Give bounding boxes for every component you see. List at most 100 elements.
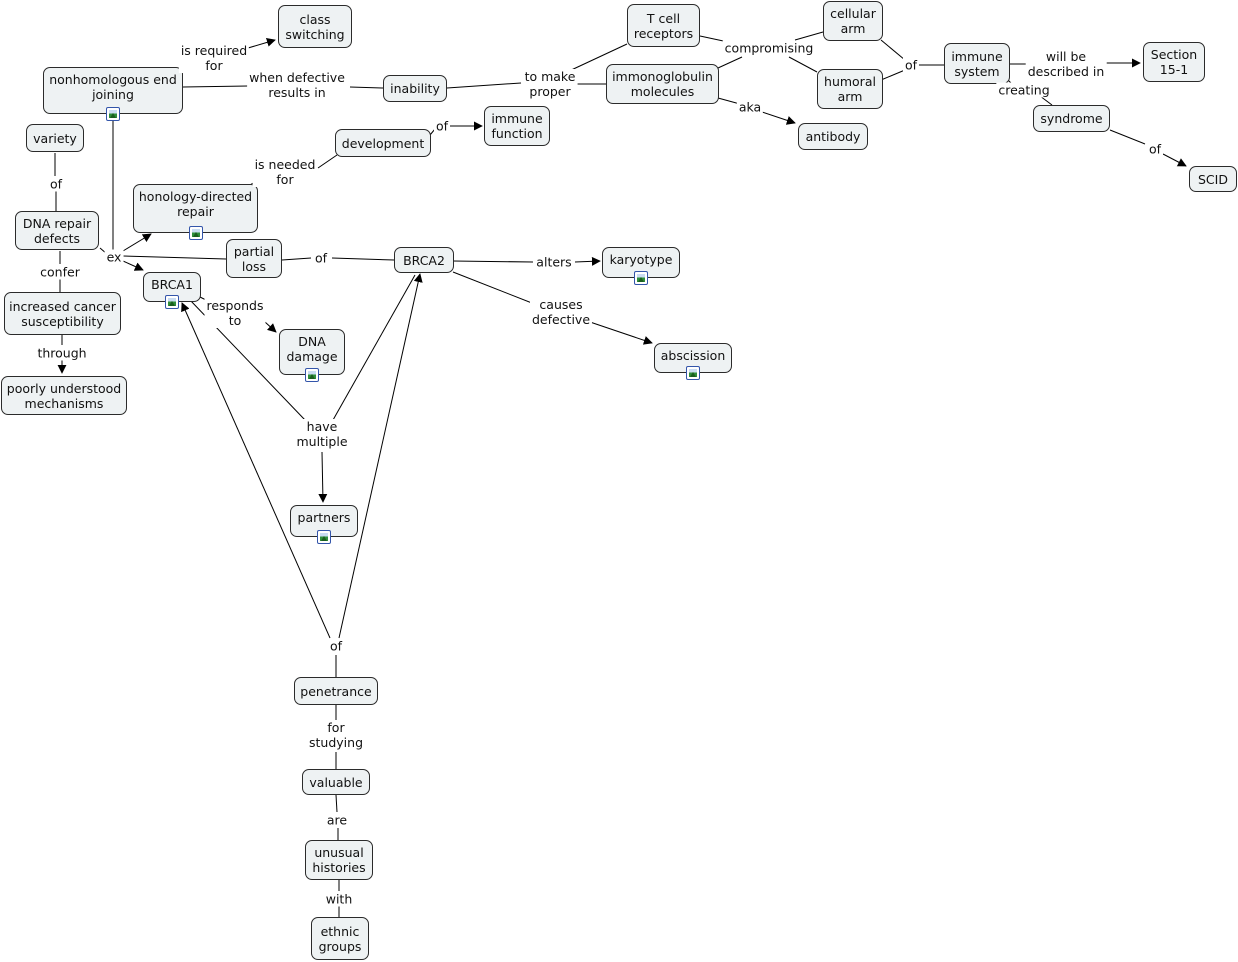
line-compromising-humoral (788, 56, 818, 73)
link-are: are (324, 812, 350, 828)
line-cellular-of (880, 39, 906, 61)
line-of-brca1 (181, 302, 331, 639)
image-icon[interactable] (305, 368, 319, 382)
image-icon[interactable] (188, 226, 203, 240)
link-aka: aka (736, 99, 764, 115)
link-alters: alters (534, 254, 574, 270)
node-variety[interactable]: variety (26, 124, 84, 152)
line-brca2-have (332, 274, 416, 421)
link-of-immune: of (902, 57, 920, 73)
node-penetrance[interactable]: penetrance (294, 677, 378, 705)
line-compromising-cellular (794, 31, 824, 41)
link-of-partial: of (312, 250, 330, 266)
link-responds-to: responds to (204, 298, 266, 328)
node-brca1[interactable]: BRCA1 (143, 272, 201, 309)
line-creating-syndrome (1039, 95, 1053, 106)
line-defective-inability (349, 86, 384, 89)
link-causes-defective: causes defective (529, 297, 593, 327)
line-have-partners (318, 451, 328, 503)
node-nhej[interactable]: nonhomologous end joining (43, 67, 183, 121)
line-immuno-compromising (717, 56, 743, 69)
node-scid[interactable]: SCID (1189, 166, 1237, 192)
node-partial-loss[interactable]: partial loss (226, 239, 282, 278)
node-class-switching[interactable]: class switching (278, 5, 352, 48)
link-compromising: compromising (722, 40, 816, 56)
link-have-multiple: have multiple (294, 419, 350, 449)
node-development[interactable]: development (335, 129, 431, 157)
line-humoral-of (880, 69, 906, 81)
link-is-needed-for: is needed for (252, 157, 318, 187)
line-valuable-are (335, 794, 338, 813)
node-immune-system[interactable]: immune system (944, 43, 1010, 84)
node-cellular-arm[interactable]: cellular arm (823, 1, 883, 41)
line-nhej-defective (182, 85, 249, 88)
node-hdr-label: honology-directed repair (138, 189, 253, 219)
link-confer: confer (38, 264, 82, 280)
line-immuno-aka (717, 97, 741, 105)
line-brca2-causes (452, 271, 538, 306)
line-ex-partial (122, 255, 227, 260)
link-of-variety: of (47, 176, 65, 192)
line-of-brca2 (331, 257, 395, 261)
line-partial-of (281, 257, 312, 261)
image-icon[interactable] (317, 530, 331, 544)
line-required-class (247, 37, 276, 49)
link-will-be-described: will be described in (1025, 49, 1107, 79)
line-aka-antibody (761, 111, 796, 125)
node-dna-damage-label: DNA damage (286, 334, 338, 364)
node-karyotype-label: karyotype (609, 252, 673, 267)
image-icon[interactable] (686, 366, 700, 380)
line-of-scid (1162, 153, 1187, 167)
node-hdr[interactable]: honology-directed repair (133, 184, 258, 240)
link-of-syndrome: of (1146, 141, 1164, 157)
node-valuable[interactable]: valuable (302, 769, 370, 795)
node-section[interactable]: Section 15-1 (1143, 42, 1205, 82)
node-nhej-label: nonhomologous end joining (49, 72, 177, 102)
line-brca2-alters (452, 260, 534, 263)
node-immunoglobulin[interactable]: immonoglobulin molecules (606, 64, 719, 104)
node-poorly-understood[interactable]: poorly understood mechanisms (1, 376, 127, 415)
line-of-brca2-pen (338, 273, 423, 639)
node-brca2[interactable]: BRCA2 (394, 247, 454, 273)
line-inability-tomake (446, 82, 522, 89)
node-abscission-label: abscission (660, 348, 726, 363)
node-abscission[interactable]: abscission (654, 343, 732, 380)
link-to-make-proper: to make proper (522, 69, 578, 99)
link-through: through (35, 345, 89, 361)
node-partners-label: partners (297, 510, 351, 525)
node-dna-damage[interactable]: DNA damage (279, 329, 345, 382)
line-tomake-tcell (566, 43, 628, 73)
line-responds-damage (264, 321, 277, 333)
image-icon[interactable] (106, 107, 120, 121)
node-syndrome[interactable]: syndrome (1033, 105, 1110, 132)
link-creating: creating (996, 82, 1052, 98)
node-unusual-histories[interactable]: unusual histories (305, 840, 373, 880)
node-t-cell-receptors[interactable]: T cell receptors (627, 4, 700, 47)
line-ex-brca1 (122, 260, 144, 271)
node-inability[interactable]: inability (383, 75, 447, 102)
line-ex-hdr (122, 233, 152, 252)
line-needed-development (317, 154, 338, 169)
link-for-studying: for studying (307, 720, 365, 750)
link-of-development: of (433, 118, 451, 134)
image-icon[interactable] (634, 271, 648, 285)
node-karyotype[interactable]: karyotype (602, 247, 680, 285)
link-is-required-for: is required for (178, 43, 250, 73)
line-syndrome-of (1109, 129, 1146, 145)
node-humoral-arm[interactable]: humoral arm (817, 69, 883, 109)
node-increased-cancer[interactable]: increased cancer susceptibility (4, 292, 121, 335)
link-when-defective: when defective results in (247, 70, 347, 100)
node-dna-repair-defects[interactable]: DNA repair defects (15, 211, 99, 250)
link-with: with (323, 891, 355, 907)
node-brca1-label: BRCA1 (151, 277, 193, 292)
node-partners[interactable]: partners (290, 505, 358, 544)
node-ethnic-groups[interactable]: ethnic groups (311, 917, 369, 960)
link-of-penetrance: of (327, 638, 345, 654)
node-immune-function[interactable]: immune function (484, 106, 550, 146)
image-icon[interactable] (165, 295, 179, 309)
link-ex: ex (104, 249, 124, 265)
node-antibody[interactable]: antibody (798, 123, 868, 150)
line-alters-karyotype (574, 256, 601, 266)
line-causes-abscission (589, 321, 653, 345)
